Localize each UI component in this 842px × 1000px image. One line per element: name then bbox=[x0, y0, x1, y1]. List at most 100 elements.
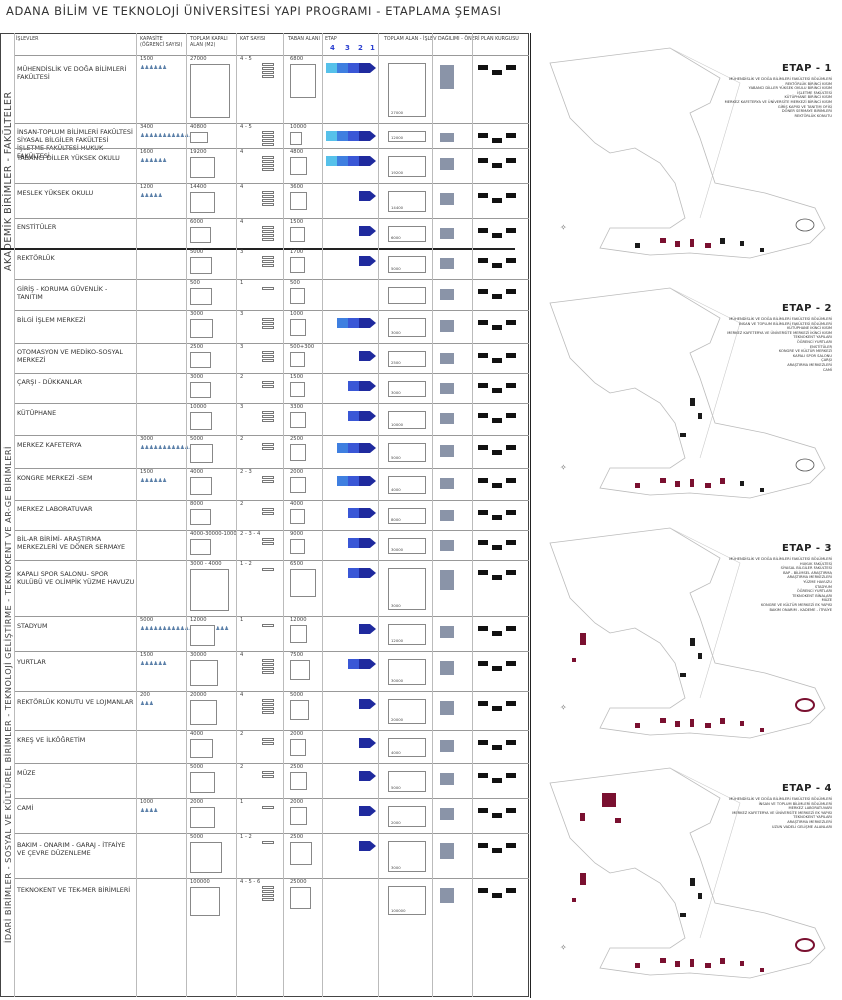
phase-segment bbox=[326, 156, 337, 166]
plan-block bbox=[492, 450, 502, 455]
plan-block bbox=[478, 808, 488, 813]
plan-block bbox=[492, 198, 502, 203]
plan-block bbox=[478, 258, 488, 263]
column-divider bbox=[14, 33, 15, 997]
area-value: 2000 bbox=[190, 799, 204, 805]
building-block bbox=[740, 961, 744, 966]
phase-arrow bbox=[326, 806, 376, 816]
floors-value: 3 bbox=[240, 344, 244, 350]
unit-name: ÇARŞI - DÜKKANLAR bbox=[17, 378, 83, 387]
building-block bbox=[615, 818, 621, 823]
plan-block bbox=[506, 888, 516, 893]
capacity-value: 1500 bbox=[140, 469, 154, 475]
etap-item: DÖNER SERMAYE BİRİMLERİ bbox=[781, 109, 832, 114]
header-phase: ETAP bbox=[325, 37, 337, 42]
floor-stack-icon bbox=[262, 318, 274, 330]
etap-title: ETAP - 1 bbox=[781, 63, 832, 74]
building-block bbox=[635, 723, 640, 728]
layout-plan-box: 4000 bbox=[388, 738, 426, 757]
footprint-value: 12000 bbox=[290, 617, 307, 623]
header-units: İŞLEVLER bbox=[16, 37, 39, 42]
phase-arrow bbox=[326, 624, 376, 634]
layout-plan-box: 5000 bbox=[388, 256, 426, 273]
building-block bbox=[720, 958, 725, 964]
phase-arrowhead bbox=[370, 538, 376, 548]
footprint-box bbox=[290, 444, 307, 461]
footprint-box bbox=[290, 352, 305, 367]
phase-arrow bbox=[326, 568, 376, 578]
plan-block bbox=[492, 545, 502, 550]
row-divider bbox=[14, 468, 529, 469]
area-plan-box bbox=[190, 660, 218, 686]
area-plan-box bbox=[190, 288, 212, 305]
plan-block bbox=[478, 445, 488, 450]
row-divider bbox=[14, 651, 529, 652]
area-plan-box bbox=[190, 887, 221, 916]
etap-item: BAP - BİLİMSEL ARAŞTIRMA bbox=[783, 570, 832, 575]
footprint-block bbox=[440, 773, 454, 786]
unit-name: BAKIM - ONARIM - GARAJ - İTFAİYE VE ÇEVR… bbox=[17, 841, 126, 858]
etap-item: MÜHENDİSLİK VE DOĞA BİLİMLERİ FAKÜLTESİ … bbox=[729, 557, 832, 561]
plan-block bbox=[478, 65, 488, 70]
plan-block bbox=[506, 353, 516, 358]
plan-block bbox=[506, 661, 516, 666]
etap-item: ÇARŞI bbox=[821, 358, 832, 363]
floor-stack-icon bbox=[262, 351, 274, 363]
phase-segment bbox=[359, 156, 370, 166]
footprint-value: 2000 bbox=[290, 469, 304, 475]
phase-arrowhead bbox=[370, 738, 376, 748]
building-block bbox=[580, 873, 586, 885]
footprint-value: 3300 bbox=[290, 404, 304, 410]
row-divider bbox=[14, 763, 529, 764]
phase-arrow bbox=[326, 351, 376, 361]
plan-block bbox=[492, 848, 502, 853]
phase-segment bbox=[337, 63, 348, 73]
phasing-plans: ✧ ETAP - 1 MÜHENDİSLİK VE DOĞA BİLİMLERİ F… bbox=[532, 33, 842, 998]
area-value: 5000 bbox=[190, 834, 204, 840]
layout-plan-box: 10000 bbox=[388, 411, 426, 429]
etap-item: BAKIM ONARIM - KADEME - İTFAİYE bbox=[769, 607, 832, 612]
plan-block bbox=[478, 843, 488, 848]
area-value: 27000 bbox=[190, 56, 207, 62]
north-arrow-icon: ✧ bbox=[560, 223, 567, 232]
building-block bbox=[690, 479, 694, 487]
footprint-box bbox=[290, 319, 307, 336]
plan-block bbox=[506, 570, 516, 575]
plan-block bbox=[492, 163, 502, 168]
area-plan-box bbox=[190, 625, 215, 646]
area-value: 4000-30000-1000 bbox=[190, 531, 237, 537]
area-value: 3000 bbox=[190, 311, 204, 317]
footprint-box bbox=[290, 192, 308, 210]
footprint-value: 1700 bbox=[290, 249, 304, 255]
etap-item: MÜHENDİSLİK VE DOĞA BİLİMLERİ FAKÜLTESİ … bbox=[729, 77, 832, 81]
plan-block bbox=[478, 158, 488, 163]
footprint-block bbox=[440, 158, 454, 171]
footprint-box bbox=[290, 412, 306, 428]
etap-item: TEKNOKENT BİNALARI bbox=[792, 593, 832, 598]
building-block bbox=[635, 483, 640, 488]
etap-item: ARAŞTIRMA MERKEZLERİ bbox=[787, 819, 832, 824]
capacity-value: 3400 bbox=[140, 124, 154, 130]
etap-item: MÜHENDİSLİK VE DOĞA BİLİMLERİ FAKÜLTESİ … bbox=[729, 317, 832, 321]
plan-block bbox=[478, 193, 488, 198]
floors-value: 4 bbox=[240, 219, 244, 225]
capacity-people-icons: ♟♟♟♟♟♟ bbox=[140, 158, 167, 164]
etap-item: STADYUM bbox=[814, 584, 832, 589]
area-value: 500 bbox=[190, 280, 200, 286]
layout-area-label: 3000 bbox=[391, 865, 401, 870]
layout-area-label: 10000 bbox=[391, 422, 404, 427]
phase-segment bbox=[359, 476, 370, 486]
plan-block bbox=[506, 510, 516, 515]
phase-segment bbox=[359, 771, 370, 781]
phase-arrowhead bbox=[370, 63, 376, 73]
phase-arrow bbox=[326, 738, 376, 748]
header-area: TOPLAM KAPALI ALAN (M2) bbox=[190, 37, 228, 48]
plan-block bbox=[506, 701, 516, 706]
capacity-value: 1200 bbox=[140, 184, 154, 190]
column-divider bbox=[432, 33, 433, 997]
floor-stack-icon bbox=[262, 156, 274, 172]
footprint-box bbox=[290, 132, 303, 145]
footprint-box bbox=[290, 64, 316, 98]
phase-segment bbox=[337, 476, 348, 486]
etap-item: HUKUK FAKÜLTESİ bbox=[799, 561, 832, 566]
